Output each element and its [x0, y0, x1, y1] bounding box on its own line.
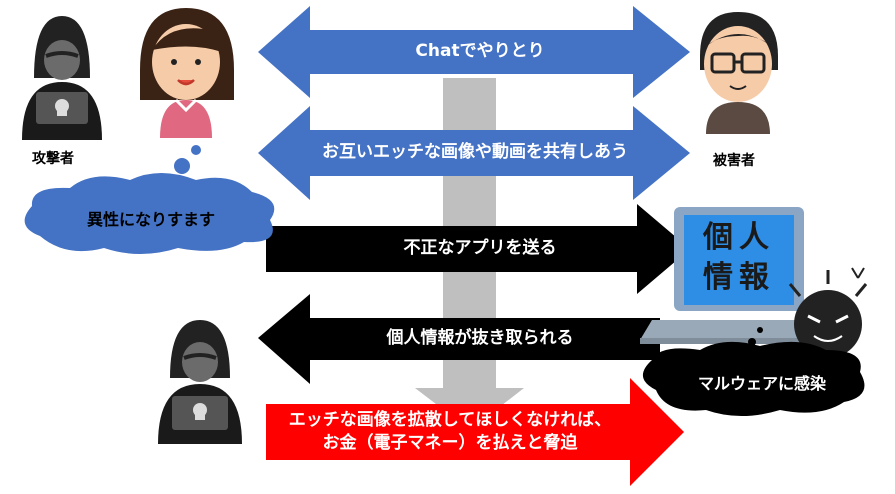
attacker-figure-bottom — [158, 320, 242, 444]
extortion-arrow-label-line2: お金（電子マネー）を払えと脅迫 — [322, 433, 578, 453]
chat-arrow-label: Chatでやりとり — [415, 41, 545, 61]
impersonation-cloud — [24, 173, 275, 254]
victim-figure — [700, 12, 778, 134]
impersonation-cloud-label: 異性になりすます — [86, 210, 215, 229]
attacker-label: 攻撃者 — [32, 151, 74, 167]
laptop-screen-line1: 個人 — [703, 220, 775, 255]
woman-figure — [140, 8, 234, 138]
extortion-arrow-label-line1: エッチな画像を拡散してほしくなければ、 — [288, 410, 612, 430]
chat-arrow — [258, 6, 690, 98]
share-arrow — [258, 106, 690, 200]
malware-cloud-label: マルウェアに感染 — [697, 374, 826, 393]
extortion-arrow — [266, 378, 684, 486]
laptop — [640, 207, 840, 344]
steal-info-arrow — [258, 294, 660, 384]
share-arrow-label: お互いエッチな画像や動画を共有しあう — [322, 142, 628, 162]
victim-label: 被害者 — [713, 153, 755, 169]
virus-icon — [788, 267, 868, 358]
laptop-screen-line2: 情報 — [703, 260, 775, 295]
attacker-figure-top — [22, 16, 102, 140]
send-app-arrow-label: 不正なアプリを送る — [403, 238, 557, 258]
steal-info-arrow-label: 個人情報が抜き取られる — [386, 328, 574, 348]
malware-cloud — [642, 341, 865, 416]
send-app-arrow — [266, 204, 690, 294]
